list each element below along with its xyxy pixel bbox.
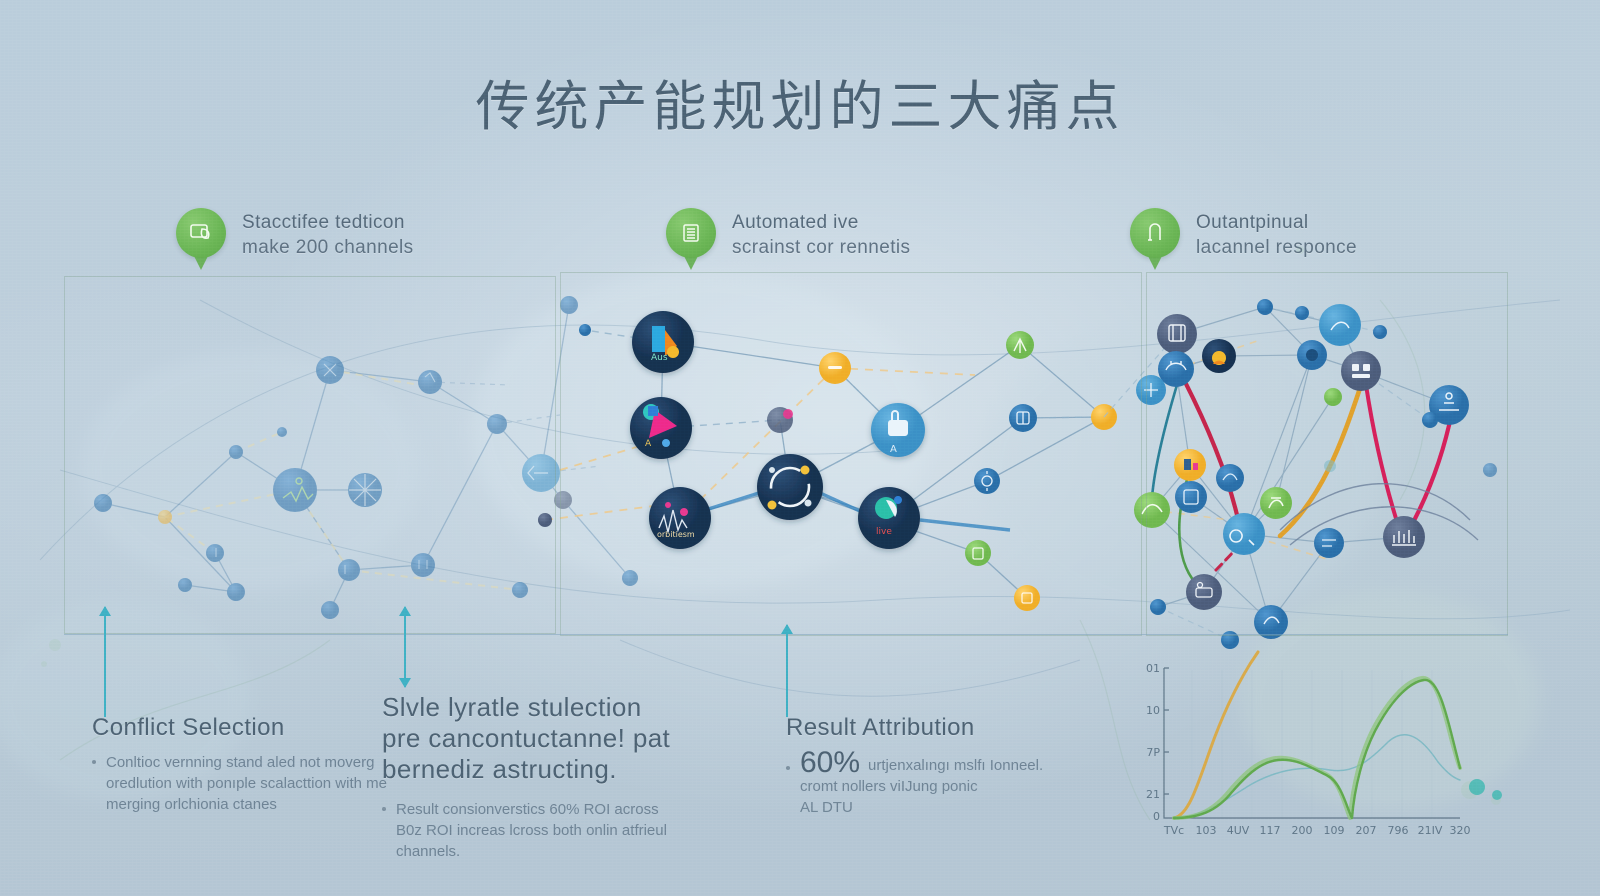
arrow-marker-1 [104, 607, 106, 717]
highlight-percentage: 60% [800, 746, 861, 779]
svg-text:103: 103 [1196, 824, 1217, 837]
block-3-title: Result Attribution [786, 714, 975, 741]
svg-text:109: 109 [1324, 824, 1345, 837]
block-result-attribution: Result Attribution 60%urtjenxalıngı mslf… [786, 714, 1076, 818]
pin-label-1: Stacctifee tedticon make 200 channels [242, 208, 414, 260]
pin-label-1-line2: make 200 channels [242, 237, 414, 258]
chart-y-ticks: 01 10 7P 21 0 [1146, 662, 1160, 823]
pin-header-row: Stacctifee tedticon make 200 channels Au… [0, 208, 1600, 288]
block-conflict-selection: Conflict Selection Conltiоc vernning sta… [92, 714, 392, 815]
chart-gridlines [1191, 670, 1433, 818]
chart-x-ticks: TVc 103 4UV 117 200 109 207 796 21IV 320 [1163, 824, 1471, 837]
screen-leaf-icon [176, 208, 226, 258]
arrow-marker-2 [404, 607, 406, 687]
block-3-line2: AL DTU [800, 799, 853, 816]
svg-text:orbitiesm: orbitiesm [657, 530, 695, 539]
svg-text:4UV: 4UV [1227, 824, 1250, 837]
pin-label-2-line2: scrainst cor rennetis [732, 237, 911, 258]
pin-label-1-line1: Stacctifee tedticon [242, 212, 405, 233]
chart-axes [1163, 667, 1460, 819]
svg-text:01: 01 [1146, 662, 1160, 675]
arch-gate-icon [1130, 208, 1180, 258]
svg-text:21: 21 [1146, 788, 1160, 801]
svg-text:207: 207 [1356, 824, 1377, 837]
block-2-bullet: Result consionverstics 60% ROI across B0… [382, 799, 682, 862]
block-3-body: 60%urtjenxalıngı mslfı Ionneel. cromt no… [800, 748, 1076, 818]
svg-text:21IV: 21IV [1418, 824, 1443, 837]
frame-left [64, 276, 556, 634]
svg-text:200: 200 [1292, 824, 1313, 837]
pin-label-3-line2: lacannel responce [1196, 237, 1358, 258]
frame-middle [560, 272, 1142, 636]
block-1-body: Conltiоc vernning stand aled not moverg … [106, 754, 387, 813]
pin-group-1[interactable]: Stacctifee tedticon make 200 channels [176, 208, 414, 260]
svg-text:796: 796 [1388, 824, 1409, 837]
svg-text:7P: 7P [1146, 746, 1160, 759]
mini-line-chart: 01 10 7P 21 0 TVc 103 4UV 117 200 109 20… [1146, 650, 1471, 837]
pin-group-3[interactable]: Outantpinual lacannel responce [1130, 208, 1357, 260]
block-2-body: Result consionverstics 60% ROI across B0… [396, 801, 667, 860]
series-orange [1172, 650, 1260, 820]
block-1-bullet: Conltiоc vernning stand aled not moverg … [92, 752, 392, 815]
frame-right [1146, 272, 1508, 636]
svg-text:117: 117 [1260, 824, 1281, 837]
pin-label-2-line1: Automated ive [732, 212, 859, 233]
pin-label-3: Outantpinual lacannel responce [1196, 208, 1357, 260]
block-1-title: Conflict Selection [92, 714, 285, 741]
block-3-line1: urtjenxalıngı mslfı Ionneel. cromt nolle… [800, 757, 1044, 795]
svg-text:320: 320 [1450, 824, 1471, 837]
pin-label-2: Automated ive scrainst cor rennetis [732, 208, 910, 260]
svg-text:A: A [645, 439, 652, 449]
svg-text:live: live [876, 527, 892, 537]
page-title: 传统产能规划的三大痛点 [475, 75, 1125, 138]
block-3-bullet: 60%urtjenxalıngı mslfı Ionneel. cromt no… [786, 748, 1076, 818]
bullet-dot [382, 807, 386, 811]
list-document-icon [666, 208, 716, 258]
series-green-light [1172, 676, 1462, 820]
block-2-title: Slvle lyratle stulection pre cancontucta… [382, 692, 671, 784]
svg-text:Aus: Aus [651, 353, 668, 363]
series-green [1172, 678, 1462, 820]
svg-text:10: 10 [1146, 704, 1160, 717]
arrow-marker-3 [786, 625, 788, 717]
svg-text:0: 0 [1153, 810, 1160, 823]
pin-group-2[interactable]: Automated ive scrainst cor rennetis [666, 208, 910, 260]
bullet-dot [786, 766, 790, 770]
bullet-dot [92, 760, 96, 764]
pin-label-3-line1: Outantpinual [1196, 212, 1309, 233]
svg-text:A: A [890, 444, 897, 455]
series-teal [1173, 733, 1461, 819]
svg-text:TVc: TVc [1163, 824, 1184, 837]
block-scale-iteration: Slvle lyratle stulection pre cancontucta… [382, 692, 682, 862]
